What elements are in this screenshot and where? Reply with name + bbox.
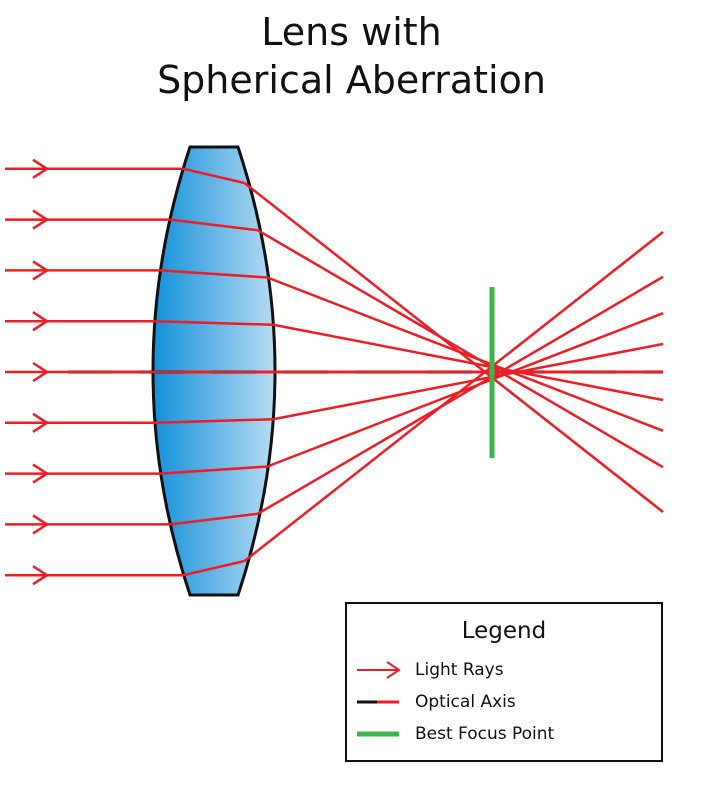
light-ray bbox=[5, 209, 664, 469]
red-arrow-icon bbox=[357, 661, 401, 679]
ray-outgoing bbox=[272, 342, 664, 421]
ray-arrowhead-icon bbox=[32, 361, 50, 383]
light-ray bbox=[5, 342, 664, 433]
ray-arrowhead-icon bbox=[32, 412, 50, 433]
ray-outgoing bbox=[266, 276, 664, 432]
ray-arrowhead-icon bbox=[32, 209, 50, 230]
ray-arrowhead-icon bbox=[32, 158, 50, 179]
ray-arrowhead-icon bbox=[32, 311, 50, 332]
light-ray bbox=[5, 231, 664, 586]
ray-outgoing bbox=[243, 182, 664, 513]
green-line-icon bbox=[357, 731, 399, 737]
legend-item-optical-axis: Optical Axis bbox=[355, 690, 516, 714]
ray-in-lens bbox=[183, 167, 245, 185]
ray-in-lens bbox=[169, 218, 259, 232]
ray-outgoing bbox=[257, 275, 664, 515]
legend-item-light-rays: Light Rays bbox=[355, 658, 504, 682]
light-ray bbox=[5, 361, 663, 383]
ray-arrowhead-icon bbox=[32, 565, 50, 586]
diagram-title: Lens with Spherical Aberration bbox=[0, 8, 703, 104]
ray-outgoing bbox=[243, 231, 664, 562]
ray-in-lens bbox=[169, 512, 259, 526]
ray-in-lens bbox=[160, 465, 268, 475]
legend-title: Legend bbox=[461, 618, 547, 644]
ray-in-lens bbox=[154, 319, 274, 327]
ray-in-lens bbox=[160, 269, 268, 279]
legend-label: Optical Axis bbox=[415, 692, 516, 712]
title-line-1: Lens with bbox=[261, 10, 442, 54]
light-ray bbox=[5, 311, 664, 402]
ray-in-lens bbox=[183, 559, 245, 577]
ray-outgoing bbox=[272, 323, 664, 402]
legend-item-best-focus: Best Focus Point bbox=[355, 722, 554, 746]
legend: Legend Light Rays Optical Axis Best Focu… bbox=[345, 602, 663, 762]
legend-label: Light Rays bbox=[415, 660, 504, 680]
ray-arrowhead-icon bbox=[32, 260, 50, 281]
axis-line-icon bbox=[357, 700, 399, 704]
ray-arrowhead-icon bbox=[32, 463, 50, 484]
ray-in-lens bbox=[154, 417, 274, 425]
light-ray bbox=[5, 275, 664, 535]
light-rays bbox=[5, 158, 664, 586]
title-line-2: Spherical Aberration bbox=[157, 58, 546, 102]
light-ray bbox=[5, 158, 664, 513]
ray-outgoing bbox=[266, 312, 664, 468]
legend-label: Best Focus Point bbox=[415, 724, 555, 744]
ray-outgoing bbox=[257, 229, 664, 469]
light-ray bbox=[5, 312, 664, 484]
light-ray bbox=[5, 260, 664, 432]
ray-arrowhead-icon bbox=[32, 514, 50, 535]
